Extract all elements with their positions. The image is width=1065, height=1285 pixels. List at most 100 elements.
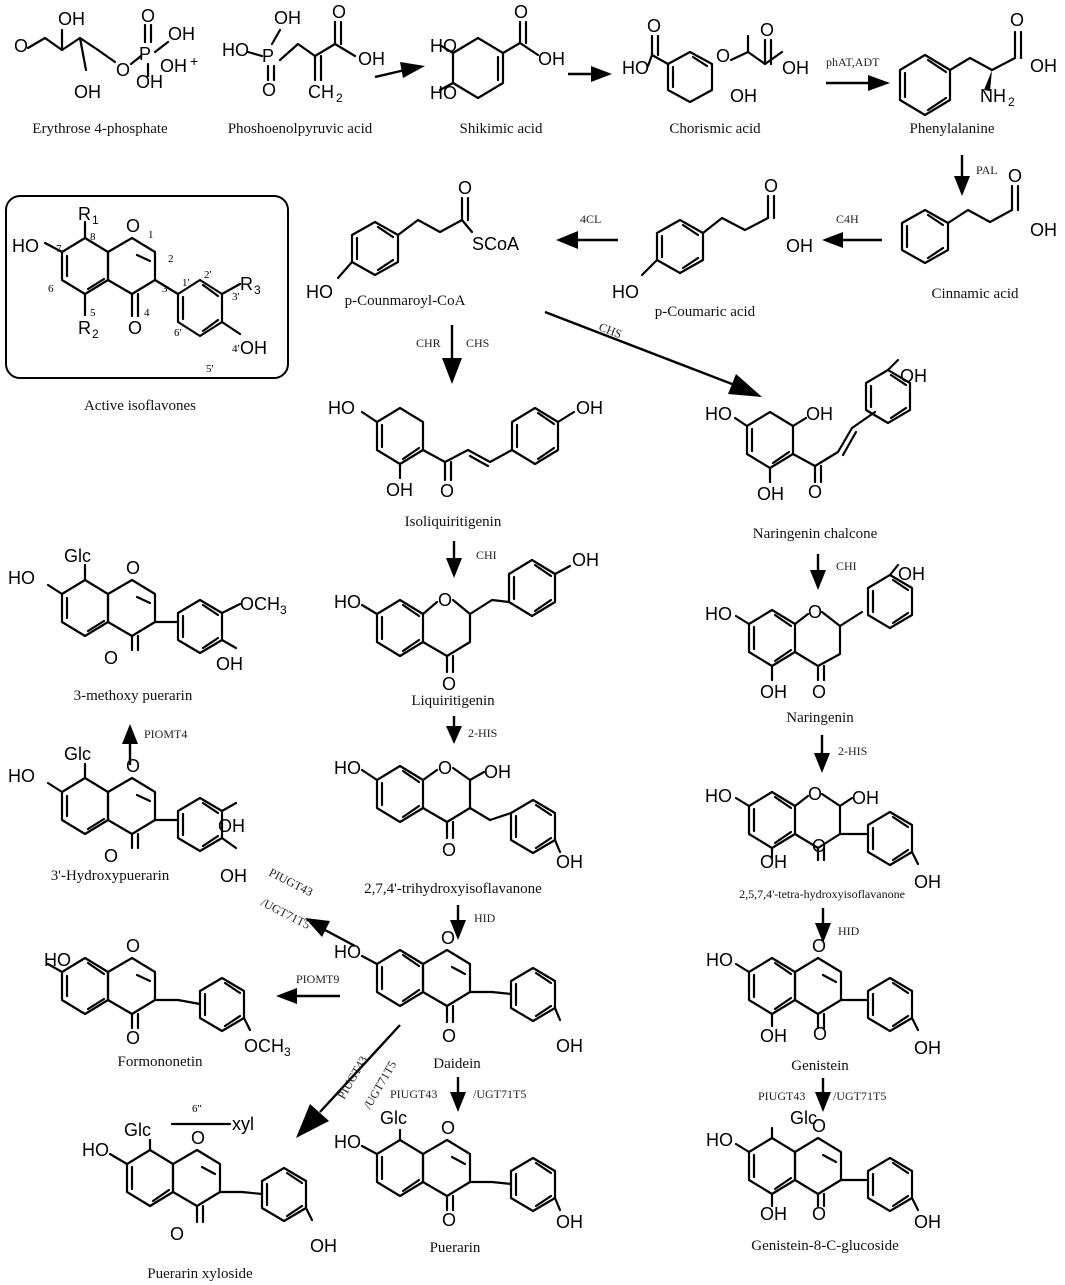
atom-och3-subscript: 3 (280, 603, 287, 617)
label-coumaroyl: p-Counmaroyl-CoA (345, 293, 466, 309)
position-2: 2 (168, 253, 174, 265)
structure-active-isoflavones: O HO O R 1 R 2 R 3 OH 1 2 3 4 5 6 7 8 1'… (5, 195, 289, 379)
atom-oh: OH (216, 654, 243, 674)
structure-trihydroxyisoflavanone: O OH O HO OH (334, 758, 583, 872)
structure-liquiritigenin: O O HO OH (334, 550, 599, 694)
label-trihydroxyisoflavanone: 2,7,4'-trihydroxyisoflavanone (364, 881, 542, 897)
atom-oh: OH (760, 1204, 787, 1224)
arrow-cinnamic-to-coumaric (822, 232, 882, 248)
structure-puerarin-xyloside: O O Glc 6'' xyl HO OH (82, 1103, 337, 1256)
atom-ho: HO (44, 950, 71, 970)
atom-oh: OH (274, 8, 301, 28)
atom-o: O (808, 602, 822, 622)
atom-ch2-subscript: 2 (336, 91, 343, 105)
atom-oh: OH (358, 49, 385, 69)
atom-oh: OH (538, 49, 565, 69)
atom-o: O (126, 1028, 140, 1048)
atom-o: O (126, 216, 140, 236)
arrow-daidein-to-xyloside (296, 1024, 401, 1138)
label-pep: Phoshoenolpyruvic acid (228, 121, 373, 137)
enzyme-chi-a: CHI (476, 548, 497, 562)
atom-o: O (170, 1224, 184, 1244)
atom-ho: HO (334, 942, 361, 962)
arrow-phenylalanine-to-cinnamic (954, 155, 970, 196)
atom-oh: OH (782, 58, 809, 78)
glycosidic-position: 6'' (192, 1103, 201, 1115)
structure-naringenin: O O HO OH OH (705, 563, 925, 702)
enzyme-his-a: 2-HIS (468, 726, 497, 740)
atom-o: O (116, 60, 130, 80)
arrow-isoliquiritigenin-to-liquiritigenin (446, 541, 462, 578)
atom-och3-subscript: 3 (284, 1045, 291, 1059)
atom-oh: OH (240, 338, 267, 358)
position-5p: 5' (206, 363, 214, 375)
structure-hydroxypuerarin: O O Glc HO OH OH (8, 744, 247, 886)
atom-ho: HO (82, 1140, 109, 1160)
atom-xyl: xyl (232, 1114, 254, 1134)
atom-o: O (647, 16, 661, 36)
atom-r1: R (78, 204, 91, 224)
atom-o: O (1008, 166, 1022, 186)
arrow-daidein-to-formononetin (276, 988, 340, 1004)
atom-oh: OH (914, 872, 941, 892)
atom-o: O (126, 936, 140, 956)
label-erythrose: Erythrose 4-phosphate (32, 121, 168, 137)
atom-o: O (126, 756, 140, 776)
atom-o: O (128, 318, 142, 338)
enzyme-hid-a: HID (474, 911, 496, 925)
label-isoliquiritigenin: Isoliquiritigenin (405, 514, 502, 530)
atom-o: O (441, 1118, 455, 1138)
position-4: 4 (144, 307, 150, 319)
structure-cinnamic: O OH (900, 166, 1057, 265)
atom-oh: OH (556, 852, 583, 872)
structure-formononetin: O O HO OCH 3 (44, 936, 291, 1059)
atom-oh: OH (220, 866, 247, 886)
atom-nh2-subscript: 2 (1008, 95, 1015, 109)
atom-o: O (812, 836, 826, 856)
structure-pep: HO P O OH CH 2 O OH (222, 2, 385, 105)
atom-r3-subscript: 3 (254, 283, 261, 297)
atom-nh2: NH (980, 86, 1006, 106)
atom-ho: HO (334, 592, 361, 612)
atom-oh: OH (900, 366, 927, 386)
label-puerarin-xyloside: Puerarin xyloside (147, 1266, 253, 1282)
enzyme-ugt71t5-d: /UGT71T5 (833, 1089, 886, 1103)
atom-r3: R (240, 274, 253, 294)
label-liquiritigenin: Liquiritigenin (411, 693, 495, 709)
atom-oh: OH (310, 1236, 337, 1256)
enzyme-chr: CHR (416, 336, 441, 350)
atom-glc: Glc (380, 1108, 407, 1128)
atom-glc: Glc (64, 744, 91, 764)
position-1: 1 (148, 229, 154, 241)
atom-o: O (458, 178, 472, 198)
position-7: 7 (56, 243, 62, 255)
atom-ho: HO (306, 282, 333, 302)
atom-oh: OH (58, 9, 85, 29)
atom-oh: OH (852, 788, 879, 808)
atom-oh: OH (760, 852, 787, 872)
atom-ho: HO (334, 758, 361, 778)
atom-oh: OH (806, 404, 833, 424)
atom-o: O (438, 590, 452, 610)
atom-o: O (14, 36, 28, 56)
structure-coumaric: HO O OH (612, 176, 813, 302)
atom-o: O (1010, 10, 1024, 30)
atom-ho: HO (705, 404, 732, 424)
enzyme-chs-a: CHS (466, 336, 489, 350)
atom-ch2: CH (308, 82, 334, 102)
enzyme-hid-b: HID (838, 924, 860, 938)
enzyme-piugt43-c: PIUGT43 (390, 1087, 437, 1101)
atom-ho: HO (706, 1130, 733, 1150)
atom-o: O (104, 648, 118, 668)
atom-oh: OH (556, 1036, 583, 1056)
atom-och3: OCH (240, 594, 280, 614)
atom-o: O (808, 784, 822, 804)
atom-r1-subscript: 1 (92, 213, 99, 227)
arrow-pep-to-shikimic (374, 62, 425, 79)
atom-o: O (514, 2, 528, 22)
enzyme-pal: PAL (976, 163, 998, 177)
enzyme-piomt9: PIOMT9 (296, 972, 339, 986)
atom-p: P (262, 46, 274, 66)
arrow-daidein-to-hydroxypuerarin (305, 918, 356, 948)
